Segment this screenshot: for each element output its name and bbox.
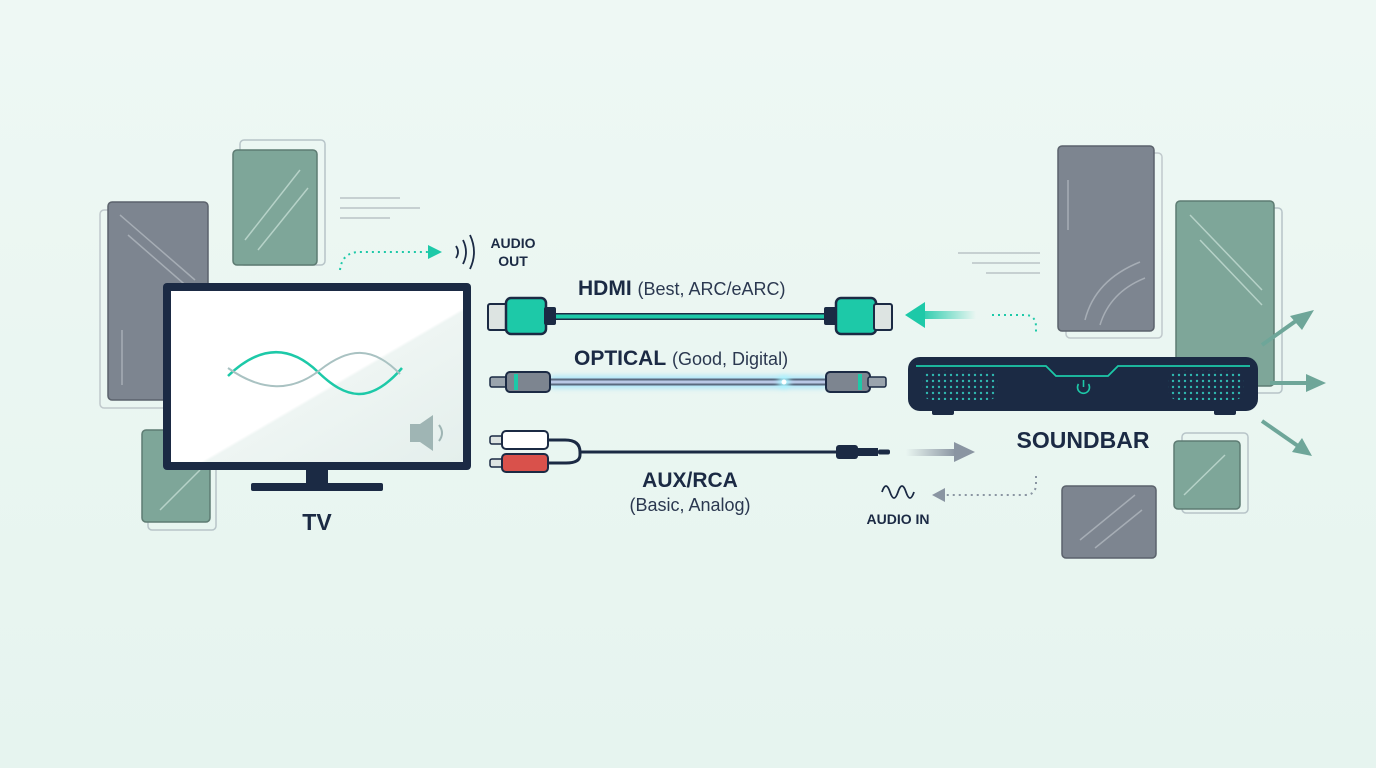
aux-note: (Basic, Analog): [629, 495, 751, 515]
power-icon: [1076, 380, 1091, 395]
audio-out-label: AUDIO OUT: [490, 235, 536, 269]
right-decor-panels: [958, 145, 1283, 559]
hdmi-note: (Best, ARC/eARC): [637, 279, 786, 299]
audio-wave-icon: [881, 485, 915, 499]
hdmi-name: HDMI: [578, 277, 632, 300]
hdmi-plug-left: [487, 296, 556, 336]
rca-plug-white: [489, 430, 549, 450]
sound-wave-icon: [227, 351, 403, 396]
tv-stand: [251, 483, 383, 491]
optical-plug-left: [489, 371, 551, 393]
optical-label: OPTICAL (Good, Digital): [574, 346, 788, 372]
audio-out-wave-icon: [455, 234, 475, 270]
hdmi-label: HDMI (Best, ARC/eARC): [578, 276, 786, 302]
tv-label: TV: [302, 509, 332, 535]
soundbar-grille-left: [922, 370, 998, 400]
optical-name: OPTICAL: [574, 347, 667, 370]
aux-jack-plug: [836, 445, 890, 459]
optical-plug-right: [825, 371, 887, 393]
aux-arrow: [906, 442, 975, 462]
rca-plug-red: [489, 453, 549, 473]
hdmi-arrow: [905, 302, 1037, 334]
audio-in-label: AUDIO IN: [866, 511, 930, 527]
optical-note: (Good, Digital): [672, 349, 789, 369]
soundbar-label: SOUNDBAR: [1016, 427, 1150, 453]
speaker-icon: [410, 415, 443, 451]
hdmi-cable: [487, 296, 893, 336]
aux-name: AUX/RCA: [642, 469, 738, 492]
audio-out-indicator: [339, 234, 475, 271]
audio-in-indicator: [881, 476, 1037, 502]
soundbar: [908, 357, 1258, 415]
soundbar-grille-right: [1168, 370, 1244, 400]
optical-cable: [489, 371, 887, 393]
hdmi-plug-right: [824, 296, 893, 336]
tv: [163, 283, 471, 491]
aux-rca-cable: [489, 430, 890, 473]
soundbar-projection-arrows: [1260, 310, 1326, 456]
